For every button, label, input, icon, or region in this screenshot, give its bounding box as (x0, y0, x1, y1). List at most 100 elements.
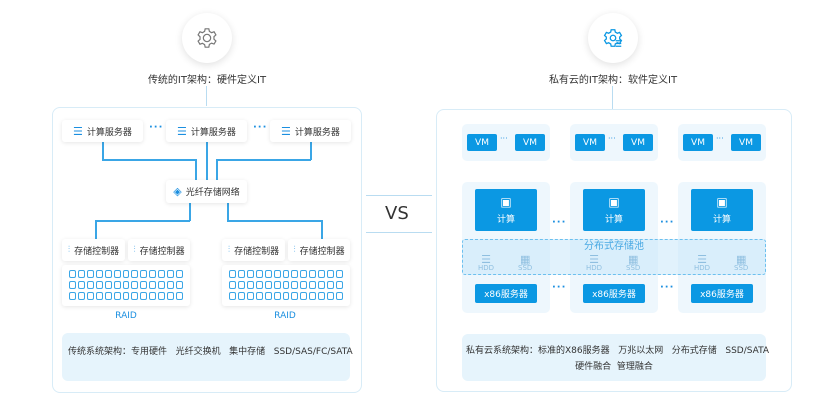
storage-controller: ⫶存储控制器 (288, 239, 350, 261)
ellipsis: ··· (716, 134, 724, 143)
right-title: 私有云的IT架构：软件定义IT (548, 75, 678, 86)
disk-icon (229, 292, 236, 300)
sliders-icon: ⫶ (293, 245, 296, 255)
disk-icon (246, 292, 254, 300)
gear-icon-circle (182, 13, 232, 63)
hdd-label: HDD (586, 264, 603, 272)
disk-icon (300, 292, 308, 300)
vs-label: VS (385, 203, 409, 224)
connector-line (102, 159, 196, 161)
ellipsis: ··· (253, 122, 268, 133)
vm-box: VM (515, 134, 545, 151)
sliders-icon: ⫶ (133, 245, 136, 255)
disk-icon (77, 270, 85, 278)
connector-line (310, 142, 312, 160)
hdd-icon: ☰HDD (478, 253, 495, 272)
network-label: 光纤存储网络 (185, 188, 240, 198)
ssd-icon: ▦SSD (518, 253, 533, 272)
disk-icon (113, 270, 121, 278)
raid-label: RAID (115, 311, 137, 321)
disk-icon (86, 292, 94, 300)
ellipsis: ··· (500, 134, 508, 143)
disk-icon (104, 281, 112, 289)
disk-icon (69, 292, 76, 300)
disk-icon (318, 270, 326, 278)
server-label: 计算服务器 (86, 127, 132, 138)
connector-line (216, 159, 311, 161)
disk-icon (255, 270, 263, 278)
sliders-icon: ⫶ (67, 245, 71, 255)
disk-icon (264, 281, 272, 289)
disk-icon (273, 270, 281, 278)
disk-icon (336, 270, 343, 278)
sliders-icon: ⫶ (227, 245, 231, 255)
disk-icon (282, 270, 290, 278)
compute-box: ▣计算 (583, 189, 645, 231)
disk-icon (140, 270, 148, 278)
ellipsis: ··· (660, 282, 675, 293)
disk-icon (246, 270, 254, 278)
vm-box: VM (683, 134, 713, 151)
disk-icon (176, 270, 183, 278)
x86-label: x86服务器 (700, 290, 744, 300)
storage-controller: ⫶存储控制器 (222, 239, 285, 261)
server-icon: ☰ (73, 124, 83, 138)
server-label: 计算服务器 (190, 127, 236, 138)
vm-box: VM (467, 134, 497, 151)
raid-label: RAID (274, 311, 296, 321)
fiber-storage-network: ◈光纤存储网络 (166, 180, 247, 203)
x86-server-box: x86服务器 (583, 284, 645, 303)
connector-line (102, 142, 104, 160)
disk-icon (273, 292, 281, 300)
disk-icon (327, 292, 335, 300)
disk-icon (131, 281, 139, 289)
disk-icon (237, 292, 245, 300)
traditional-footer-text: 传统系统架构：专用硬件 光纤交换机 集中存储 SSD/SAS/FC/SATA (68, 347, 353, 357)
hdd-icon: ☰HDD (586, 253, 603, 272)
layers-icon: ◈ (173, 185, 182, 198)
disk-icon (309, 292, 317, 300)
compute-box: ▣计算 (475, 189, 537, 231)
private-cloud-footer: 私有云系统架构：标准的X86服务器 万兆以太网 分布式存储 SSD/SATA 硬… (462, 334, 770, 381)
connector-line (227, 220, 322, 222)
disk-icon (95, 292, 103, 300)
private-cloud-footer-line1: 私有云系统架构：标准的X86服务器 万兆以太网 分布式存储 SSD/SATA (466, 346, 770, 356)
disk-icon (336, 292, 343, 300)
controller-label: 存储控制器 (299, 246, 345, 257)
disk-icon (309, 281, 317, 289)
connector-line (321, 220, 323, 239)
disk-icon (158, 281, 166, 289)
disk-icon (318, 281, 326, 289)
cloud-settings-icon (603, 29, 623, 47)
ellipsis: ··· (149, 122, 164, 133)
ellipsis: ··· (608, 134, 616, 143)
ssd-icon: ▦SSD (734, 253, 749, 272)
disk-icon (273, 281, 281, 289)
ssd-label: SSD (626, 264, 641, 272)
hdd-label: HDD (694, 264, 711, 272)
compute-label: 计算 (712, 215, 731, 225)
arrow-left-right (366, 195, 432, 196)
ssd-label: SSD (518, 264, 533, 272)
disk-icon (237, 270, 245, 278)
hdd-icon: ☰HDD (694, 253, 711, 272)
ellipsis: ··· (660, 217, 675, 228)
disk-icon (69, 281, 76, 289)
compute-label: 计算 (496, 215, 515, 225)
disk-icon (86, 270, 94, 278)
server-icon: ☰ (281, 124, 291, 138)
vm-box: VM (575, 134, 605, 151)
disk-icon (104, 270, 112, 278)
disk-icon (95, 281, 103, 289)
cpu-icon: ▣ (716, 195, 728, 209)
server-icon: ☰ (177, 124, 187, 138)
cloud-settings-icon-circle (588, 13, 638, 63)
disk-icon (140, 281, 148, 289)
disk-icon (95, 270, 103, 278)
connector-line (95, 220, 97, 239)
storage-controller: ⫶存储控制器 (128, 239, 190, 261)
disk-icon (327, 281, 335, 289)
connector-line (227, 203, 229, 221)
hdd-label: HDD (478, 264, 495, 272)
arrow-left-right (366, 232, 432, 233)
